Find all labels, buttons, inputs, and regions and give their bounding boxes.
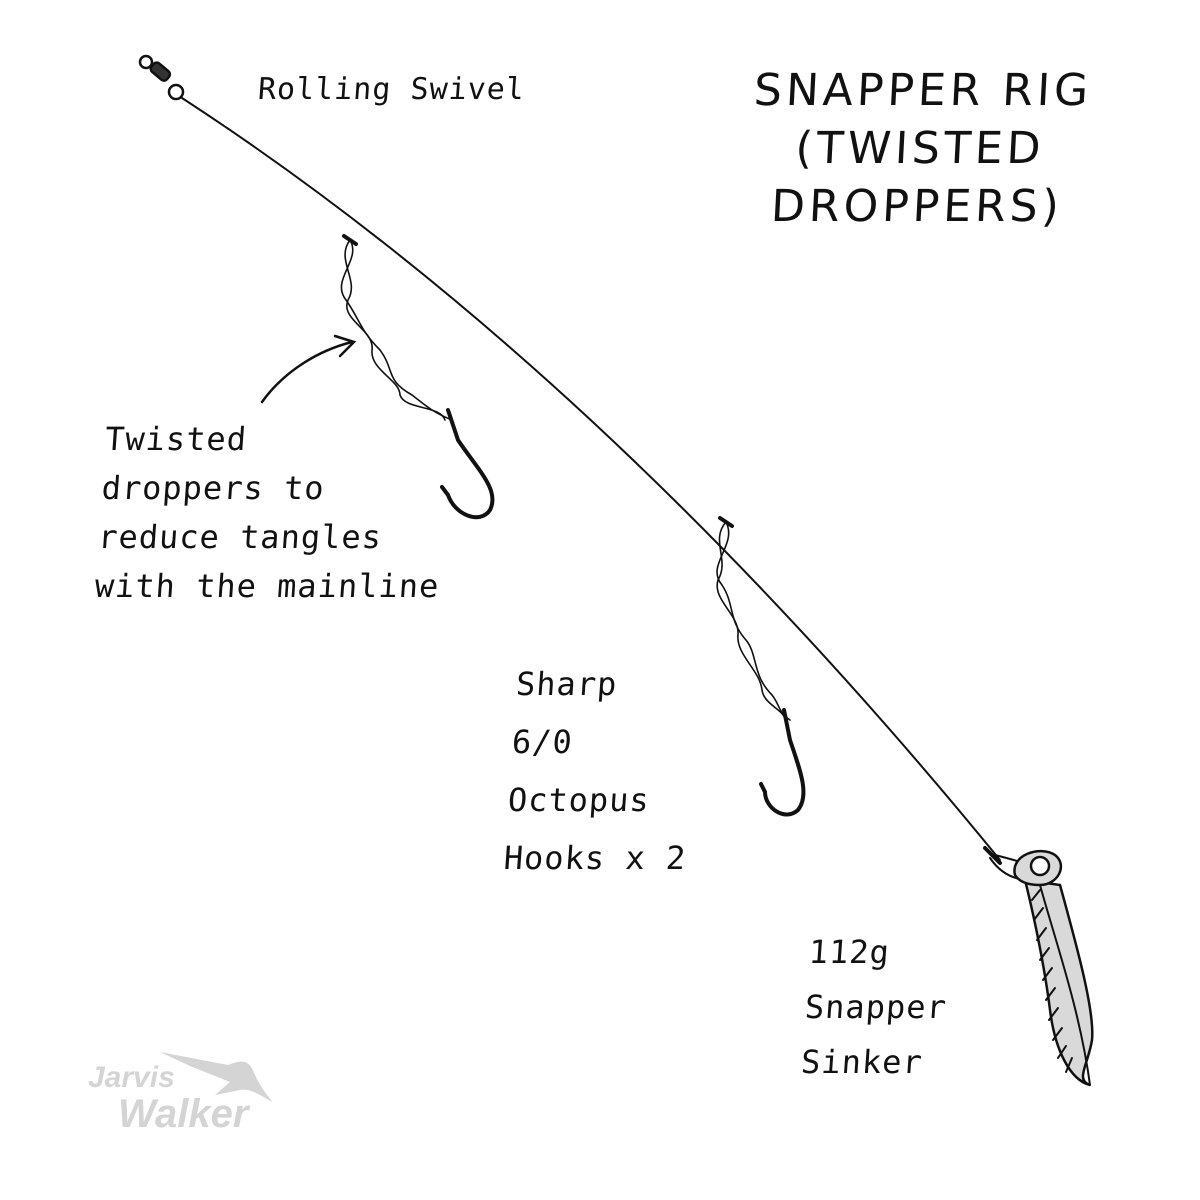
label-line: droppers to	[100, 469, 326, 507]
hook-1-icon	[440, 408, 495, 520]
label-line: Octopus	[506, 781, 652, 819]
sinker-label: 112g Snapper Sinker	[799, 925, 952, 1090]
label-line: 112g	[807, 933, 892, 971]
hook-2-icon	[759, 708, 806, 817]
twisted-dropper-2	[716, 521, 791, 721]
title-line-3: DROPPERS)	[769, 181, 1065, 232]
label-line: Hooks x 2	[502, 839, 688, 877]
twisted-dropper-1	[340, 239, 453, 421]
label-line: with the mainline	[93, 567, 441, 605]
jarvis-walker-logo-icon	[160, 1052, 272, 1102]
label-line: Twisted	[103, 420, 249, 458]
label-line: Snapper	[803, 988, 949, 1026]
title-line-1: SNAPPER RIG	[752, 65, 1094, 116]
twisted-droppers-label: Twisted droppers to reduce tangles with …	[93, 415, 451, 611]
rolling-swivel-icon	[138, 54, 185, 101]
rolling-swivel-label: Rolling Swivel	[256, 72, 527, 107]
label-line: Sharp	[514, 665, 619, 703]
mainline	[181, 97, 1001, 861]
logo-line-2: Walker	[118, 1092, 249, 1136]
snapper-sinker-icon	[1013, 849, 1094, 1087]
logo-line-1: Jarvis	[88, 1061, 175, 1094]
label-line: reduce tangles	[96, 518, 384, 556]
jarvis-walker-logo: Jarvis Walker	[88, 1061, 249, 1136]
label-line: 6/0	[510, 723, 575, 761]
hooks-label: Sharp 6/0 Octopus Hooks x 2	[502, 655, 701, 887]
title-line-2: (TWISTED	[794, 123, 1046, 174]
label-line: Sinker	[799, 1043, 925, 1081]
diagram-title: SNAPPER RIG (TWISTED DROPPERS)	[685, 62, 1154, 236]
pointer-arrow-icon	[260, 334, 357, 404]
